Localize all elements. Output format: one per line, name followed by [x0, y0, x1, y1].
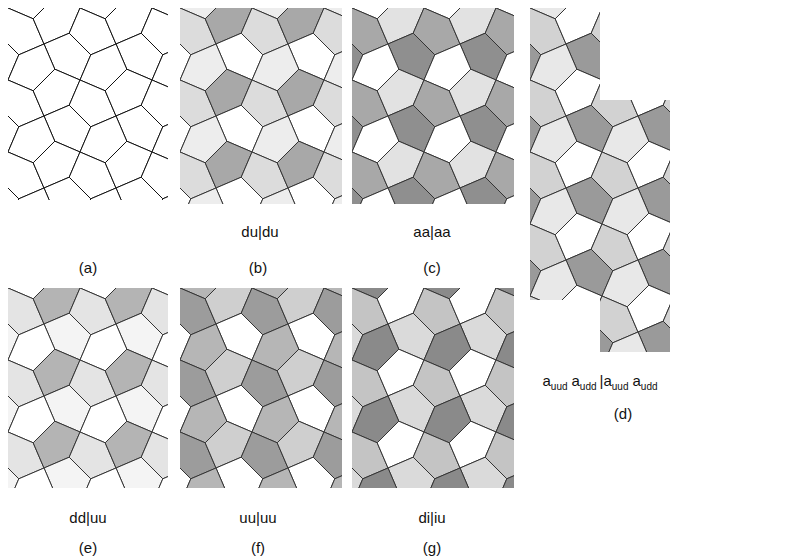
layer-label: uu|uu — [239, 509, 276, 527]
subscript-label: udd — [580, 381, 597, 392]
panel-letter: (a) — [79, 259, 97, 277]
layer-label: du|du — [241, 223, 278, 241]
polyhedra-layer — [180, 8, 342, 204]
layer-label: a — [632, 372, 640, 389]
tiling-net — [8, 8, 168, 200]
subscript-label: uud — [551, 381, 568, 392]
panel-letter: (f) — [251, 539, 265, 557]
panel-letter: (b) — [249, 259, 267, 277]
polyhedra-layer — [352, 8, 514, 204]
panel-letter: (g) — [423, 539, 441, 557]
label-group: auudaudd|auudaudd — [542, 372, 657, 389]
panel-letter: (d) — [614, 405, 632, 423]
subscript-label: uud — [612, 381, 629, 392]
polyhedra-layer — [8, 288, 168, 488]
layer-label: a — [603, 372, 611, 389]
polyhedra-layer — [352, 288, 514, 488]
panel-letter: (e) — [79, 539, 97, 557]
layer-label: | — [600, 372, 604, 389]
layer-label: a — [572, 372, 580, 389]
layer-label: a — [542, 372, 550, 389]
polyhedra-layer — [180, 288, 342, 488]
layer-label: aa|aa — [413, 223, 450, 241]
subscript-label: udd — [641, 381, 658, 392]
layer-label: di|iu — [418, 509, 445, 527]
panel-letter: (c) — [423, 259, 441, 277]
polyhedra-layer — [530, 8, 670, 352]
layer-label: dd|uu — [69, 509, 106, 527]
